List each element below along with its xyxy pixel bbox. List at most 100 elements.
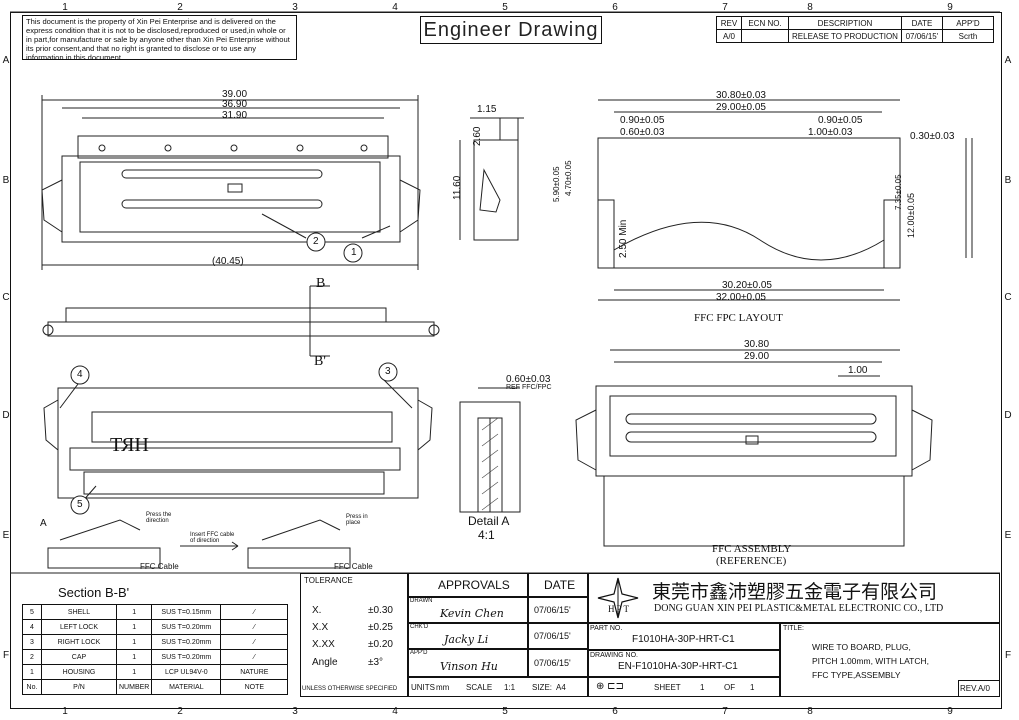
bom-row: 5 SHELL 1 SUS T=0.15mm ⁄	[22, 604, 289, 620]
bom-qty: 1	[115, 664, 153, 680]
bill-of-materials: 5 SHELL 1 SUS T=0.15mm ⁄ 4 LEFT LOCK 1 S…	[22, 604, 289, 695]
approved-cell	[408, 649, 528, 677]
zone-row-c: C	[2, 292, 10, 303]
title-line-1: WIRE TO BOARD, PLUG,	[812, 642, 911, 652]
bom-pn: CAP	[41, 649, 117, 665]
ffc-dim-1-00: 1.00±0.03	[808, 127, 853, 138]
zone-row-a: A	[2, 55, 10, 66]
ffc-fpc-layout-label: FFC FPC LAYOUT	[694, 312, 783, 324]
confidentiality-notice: This document is the property of Xin Pei…	[22, 15, 297, 62]
bom-pn: SHELL	[41, 604, 117, 620]
of-value: 1	[750, 683, 755, 692]
detail-a-drawing	[459, 387, 521, 513]
side-view-drawing	[459, 117, 524, 241]
sheet-row	[588, 677, 780, 697]
zone-row-b: B	[2, 175, 10, 186]
bom-header-note: NOTE	[220, 679, 289, 695]
title-label: TITLE:	[783, 625, 805, 632]
section-note-ffc-cable-right: FFC Cable	[334, 562, 373, 571]
zone-col-1: 1	[62, 2, 68, 13]
title-line-2: PITCH 1.00mm, WITH LATCH,	[812, 656, 929, 666]
section-note-press: Press the direction	[146, 512, 172, 524]
company-name-chinese: 東莞市鑫沛塑膠五金電子有限公司	[652, 581, 938, 603]
dim-2-60: 2.60	[472, 126, 483, 146]
drawn-cell	[408, 597, 528, 623]
tol-x-value: ±0.30	[368, 605, 393, 616]
bom-material: SUS T=0.20mm	[151, 634, 222, 650]
checked-date: 07/06/15'	[534, 631, 571, 641]
tol-angle-value: ±3°	[368, 657, 384, 668]
date-value: 07/06/15'	[900, 29, 943, 43]
of-label: OF	[724, 683, 736, 692]
bom-pn: RIGHT LOCK	[41, 634, 117, 650]
approved-date: 07/06/15'	[534, 658, 571, 668]
zone-row-c-right: C	[1004, 292, 1012, 303]
drawing-no-value: EN-F1010HA-30P-HRT-C1	[618, 661, 738, 672]
bom-row: 4 LEFT LOCK 1 SUS T=0.20mm ⁄	[22, 619, 289, 635]
zone-row-f: F	[2, 650, 10, 661]
part-no-value: F1010HA-30P-HRT-C1	[632, 634, 735, 645]
drawn-role: DRAWN	[410, 598, 433, 604]
bom-header-row: No. P/N NUMBER MATERIAL NOTE	[22, 679, 289, 695]
zone-col-7: 7	[722, 2, 728, 13]
bom-material: LCP UL94V-0	[151, 664, 222, 680]
zone-col-9: 9	[947, 2, 953, 13]
units-label: UNITS	[411, 683, 435, 692]
title-line-3: FFC TYPE,ASSEMBLY	[812, 670, 901, 680]
bom-no: 1	[22, 664, 42, 680]
zone-col-3-bottom: 3	[292, 706, 298, 717]
tol-xx-value: ±0.25	[368, 622, 393, 633]
assy-dim-30-80: 30.80	[744, 339, 770, 350]
approvals-title: APPROVALS	[438, 578, 510, 592]
bom-qty: 1	[115, 634, 153, 650]
size-value: A4	[556, 683, 566, 692]
tolerance-block	[300, 573, 408, 697]
tol-xxx-value: ±0.20	[368, 639, 393, 650]
bom-no: 2	[22, 649, 42, 665]
tol-x-label: X.	[312, 605, 322, 616]
zone-row-e-right: E	[1004, 530, 1012, 541]
bom-material: SUS T=0.15mm	[151, 604, 222, 620]
section-note-press-in-place: Press in place	[346, 514, 368, 526]
ffc-dim-7-35: 7.35±0.05	[894, 174, 903, 210]
bom-row: 2 CAP 1 SUS T=0.20mm ⁄	[22, 649, 289, 665]
company-name-english: DONG GUAN XIN PEI PLASTIC&METAL ELECTRON…	[654, 603, 944, 614]
bom-no: 3	[22, 634, 42, 650]
zone-col-4-bottom: 4	[392, 706, 398, 717]
bom-header-material: MATERIAL	[151, 679, 222, 695]
zone-col-8: 8	[807, 2, 813, 13]
zone-row-d: D	[2, 410, 10, 421]
zone-col-6-bottom: 6	[612, 706, 618, 717]
callout-4: 4	[77, 369, 83, 380]
ecn-value	[741, 29, 789, 43]
bom-row: 1 HOUSING 1 LCP UL94V-0 NATURE	[22, 664, 289, 680]
zone-row-b-right: B	[1004, 175, 1012, 186]
size-label: SIZE:	[532, 683, 553, 692]
dim-11-60: 11.60	[452, 175, 463, 200]
bom-note: ⁄	[220, 649, 289, 665]
zone-col-7-bottom: 7	[722, 706, 728, 717]
callout-3-circle	[378, 362, 398, 382]
ffc-assembly-drawing	[575, 349, 933, 547]
projection-symbol-icon: ⊕ ⊏⊐	[596, 681, 624, 692]
ffc-dim-12-00: 12.00±0.05	[906, 193, 916, 238]
zone-col-5-bottom: 5	[502, 706, 508, 717]
callout-4-circle	[70, 365, 90, 385]
zone-col-9-bottom: 9	[947, 706, 953, 717]
title-cell	[780, 623, 1000, 697]
zone-col-6: 6	[612, 2, 618, 13]
company-block	[588, 573, 1000, 623]
zone-col-5: 5	[502, 2, 508, 13]
checked-signature: Jacky Li	[444, 633, 489, 646]
checked-cell	[408, 623, 528, 649]
detail-ref-ffc: REF FFC/FPC	[506, 384, 552, 391]
zone-col-3: 3	[292, 2, 298, 13]
rev-value-footer: REV.A/0	[960, 684, 990, 693]
top-view-drawing	[41, 95, 421, 270]
section-note-insert: Insert FFC cable of direction	[190, 532, 235, 544]
company-logo-text: HPT	[608, 604, 632, 614]
bom-material: SUS T=0.20mm	[151, 619, 222, 635]
approvals-date-title: DATE	[544, 578, 576, 592]
detail-a-scale: 4:1	[478, 528, 495, 542]
drawing-no-cell	[588, 650, 780, 677]
